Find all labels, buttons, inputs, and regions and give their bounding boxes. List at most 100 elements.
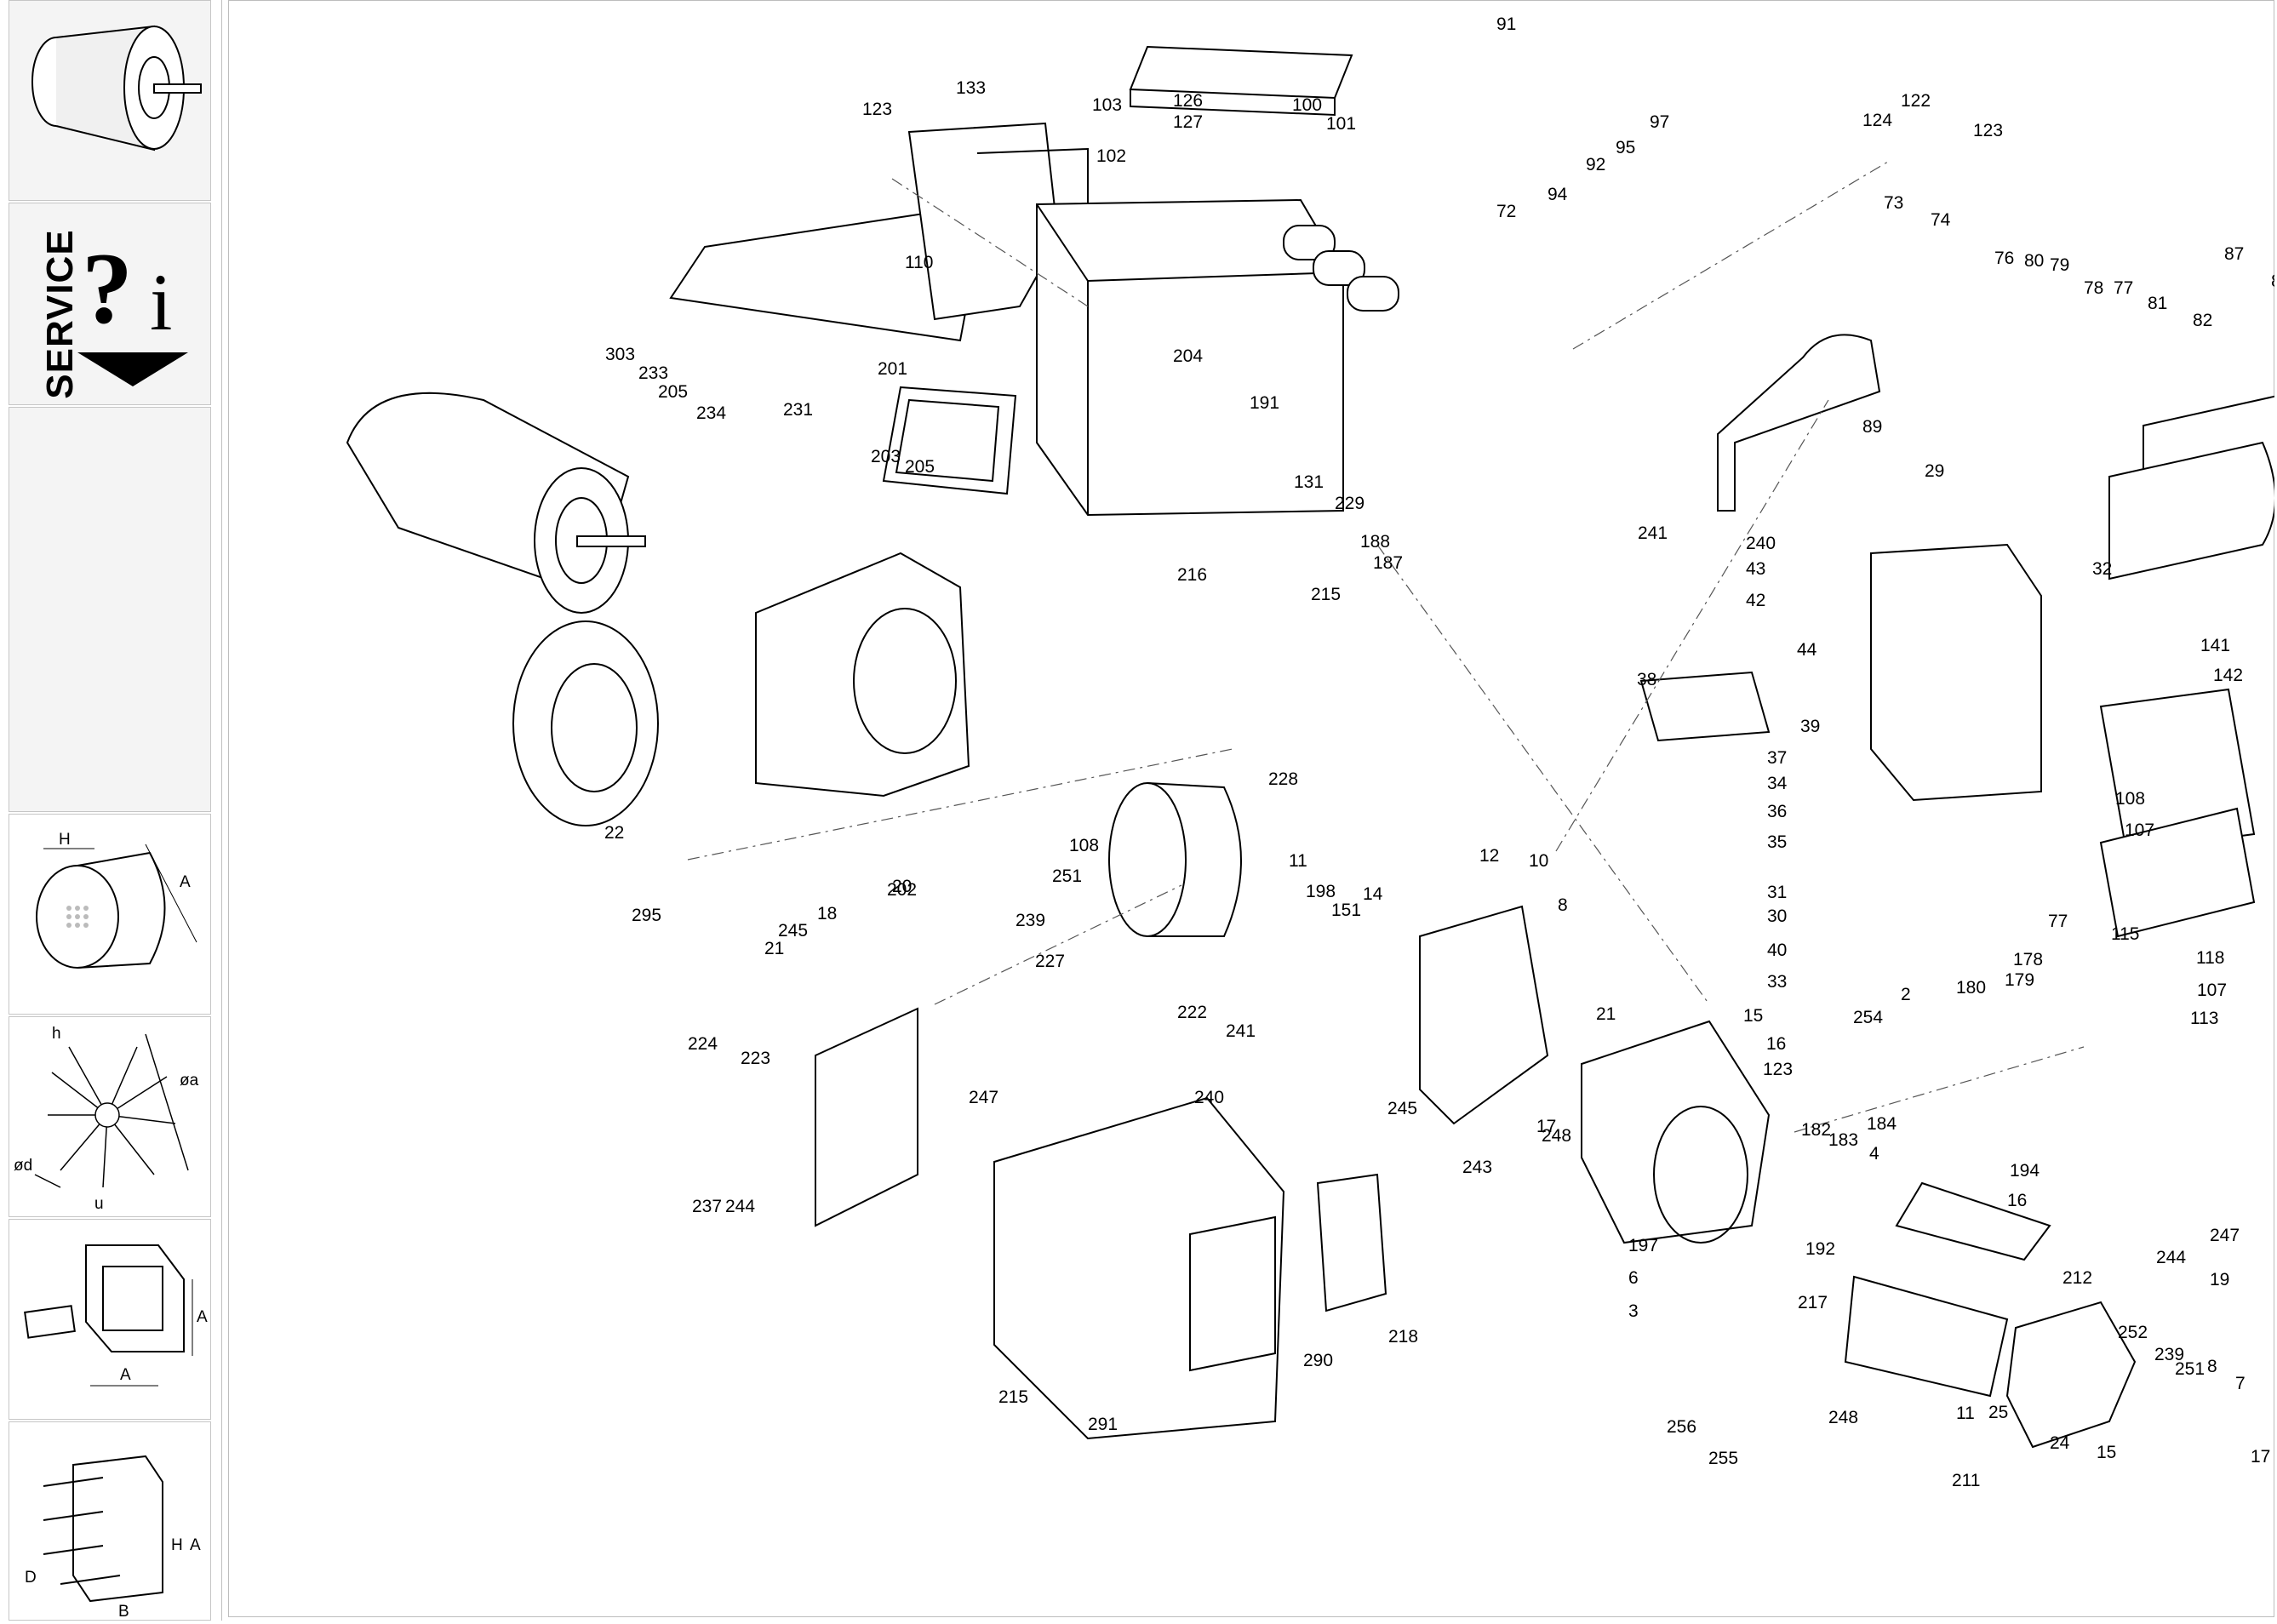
part-255-cover (993, 1096, 1285, 1440)
part-callout-248: 248 (1542, 1126, 1571, 1146)
cover-dimension-panel[interactable]: A A (9, 1219, 211, 1420)
part-callout-222: 222 (1177, 1003, 1207, 1022)
part-222-radiator (815, 1007, 918, 1227)
part-91-cover (1129, 45, 1353, 100)
part-callout-37: 37 (1767, 748, 1787, 768)
part-callout-204: 204 (1173, 346, 1203, 366)
part-callout-291: 291 (1088, 1415, 1118, 1434)
part-callout-223: 223 (741, 1049, 770, 1068)
part-callout-11: 11 (1956, 1404, 1975, 1423)
part-callout-16: 16 (2007, 1191, 2027, 1210)
part-callout-205: 205 (658, 382, 688, 402)
part-callout-215: 215 (998, 1387, 1028, 1407)
part-callout-192: 192 (1805, 1239, 1835, 1259)
part-callout-224: 224 (688, 1034, 718, 1054)
part-callout-243: 243 (1462, 1158, 1492, 1177)
part-callout-8: 8 (2207, 1357, 2217, 1376)
part-callout-94: 94 (1548, 185, 1568, 204)
part-19-end-flange (2005, 1301, 2137, 1449)
part-callout-240: 240 (1746, 534, 1776, 553)
part-callout-33: 33 (1767, 972, 1787, 992)
cover-dim-a1: A (120, 1366, 131, 1384)
part-callout-38: 38 (1637, 670, 1656, 689)
part-callout-101: 101 (1326, 114, 1356, 134)
part-callout-80: 80 (2024, 251, 2044, 271)
motor-thumbnail-icon (31, 25, 202, 152)
part-callout-11: 11 (1289, 851, 1307, 871)
part-callout-131: 131 (1294, 472, 1324, 492)
terminal-dim-h: H (171, 1536, 183, 1554)
part-callout-18: 18 (817, 904, 837, 924)
part-callout-103: 103 (1092, 95, 1122, 115)
part-202-housing (755, 552, 970, 798)
part-callout-228: 228 (1268, 769, 1298, 789)
part-callout-77: 77 (2114, 278, 2133, 298)
part-callout-44: 44 (1797, 640, 1817, 660)
part-callout-36: 36 (1767, 802, 1787, 821)
part-callout-217: 217 (1798, 1293, 1828, 1312)
part-callout-201: 201 (878, 359, 907, 379)
fan-dim-u: u (94, 1195, 104, 1213)
part-callout-81: 81 (2148, 294, 2167, 313)
part-callout-241: 241 (1226, 1021, 1256, 1041)
part-callout-20: 20 (892, 877, 912, 896)
part-callout-16: 16 (1766, 1034, 1786, 1054)
part-callout-22: 22 (604, 823, 624, 843)
part-callout-73: 73 (1884, 193, 1903, 213)
part-110-plate (669, 203, 987, 342)
part-117-plate (2099, 807, 2256, 938)
part-callout-113: 113 (2190, 1009, 2218, 1028)
part-callout-194: 194 (2010, 1161, 2040, 1181)
part-callout-295: 295 (632, 906, 661, 925)
part-callout-237: 237 (692, 1197, 722, 1216)
terminal-dim-a: A (190, 1536, 201, 1554)
motor-dimension-panel[interactable]: H A (9, 814, 211, 1015)
part-callout-4: 4 (1869, 1144, 1879, 1164)
part-callout-100: 100 (1292, 95, 1322, 115)
part-callout-191: 191 (1250, 393, 1279, 413)
part-callout-35: 35 (1767, 832, 1787, 852)
part-callout-39: 39 (1800, 717, 1820, 736)
terminal-dimension-panel[interactable]: H A D B (9, 1421, 211, 1621)
part-callout-102: 102 (1096, 146, 1126, 166)
part-callout-198: 198 (1306, 882, 1336, 901)
part-callout-180: 180 (1956, 978, 1986, 998)
part-callout-247: 247 (969, 1088, 998, 1107)
part-outlines (346, 45, 2274, 1449)
part-callout-245: 245 (778, 921, 808, 941)
part-callout-74: 74 (1931, 210, 1951, 230)
part-callout-122: 122 (1901, 91, 1931, 111)
part-callout-218: 218 (1388, 1327, 1418, 1347)
service-info-panel[interactable]: SERVICE ? i (9, 203, 211, 405)
motor-dim-a: A (180, 873, 191, 891)
part-callout-91: 91 (1496, 14, 1516, 34)
part-89-filter (2108, 395, 2274, 580)
part-callout-212: 212 (2062, 1268, 2092, 1288)
part-callout-78: 78 (2084, 278, 2103, 298)
part-callout-31: 31 (1767, 883, 1787, 902)
part-callout-133: 133 (956, 78, 986, 98)
part-callout-205: 205 (905, 457, 935, 477)
svg-text:?: ? (82, 232, 133, 345)
part-callout-43: 43 (1746, 559, 1765, 579)
part-callout-87: 87 (2224, 244, 2244, 264)
part-callout-142: 142 (2213, 666, 2243, 685)
part-callout-6: 6 (1628, 1268, 1639, 1288)
part-callout-202: 202 (887, 880, 917, 900)
part-callout-2: 2 (1901, 985, 1911, 1004)
part-229-motor (346, 392, 646, 614)
sidebar: SERVICE ? i H A h øa ød (0, 0, 222, 1621)
part-callout-89: 89 (1862, 417, 1882, 437)
fan-dimension-panel[interactable]: h øa ød u (9, 1016, 211, 1217)
part-callout-229: 229 (1335, 494, 1364, 513)
part-callout-123: 123 (1763, 1060, 1793, 1079)
part-303-elbow (1717, 334, 1881, 512)
part-callout-24: 24 (2050, 1433, 2070, 1453)
part-callout-303: 303 (605, 345, 635, 364)
part-callout-72: 72 (1496, 202, 1516, 221)
part-callout-231: 231 (783, 400, 813, 420)
part-callout-245: 245 (1387, 1099, 1417, 1118)
part-callout-239: 239 (1015, 911, 1045, 930)
motor-thumbnail-panel[interactable] (9, 0, 211, 201)
